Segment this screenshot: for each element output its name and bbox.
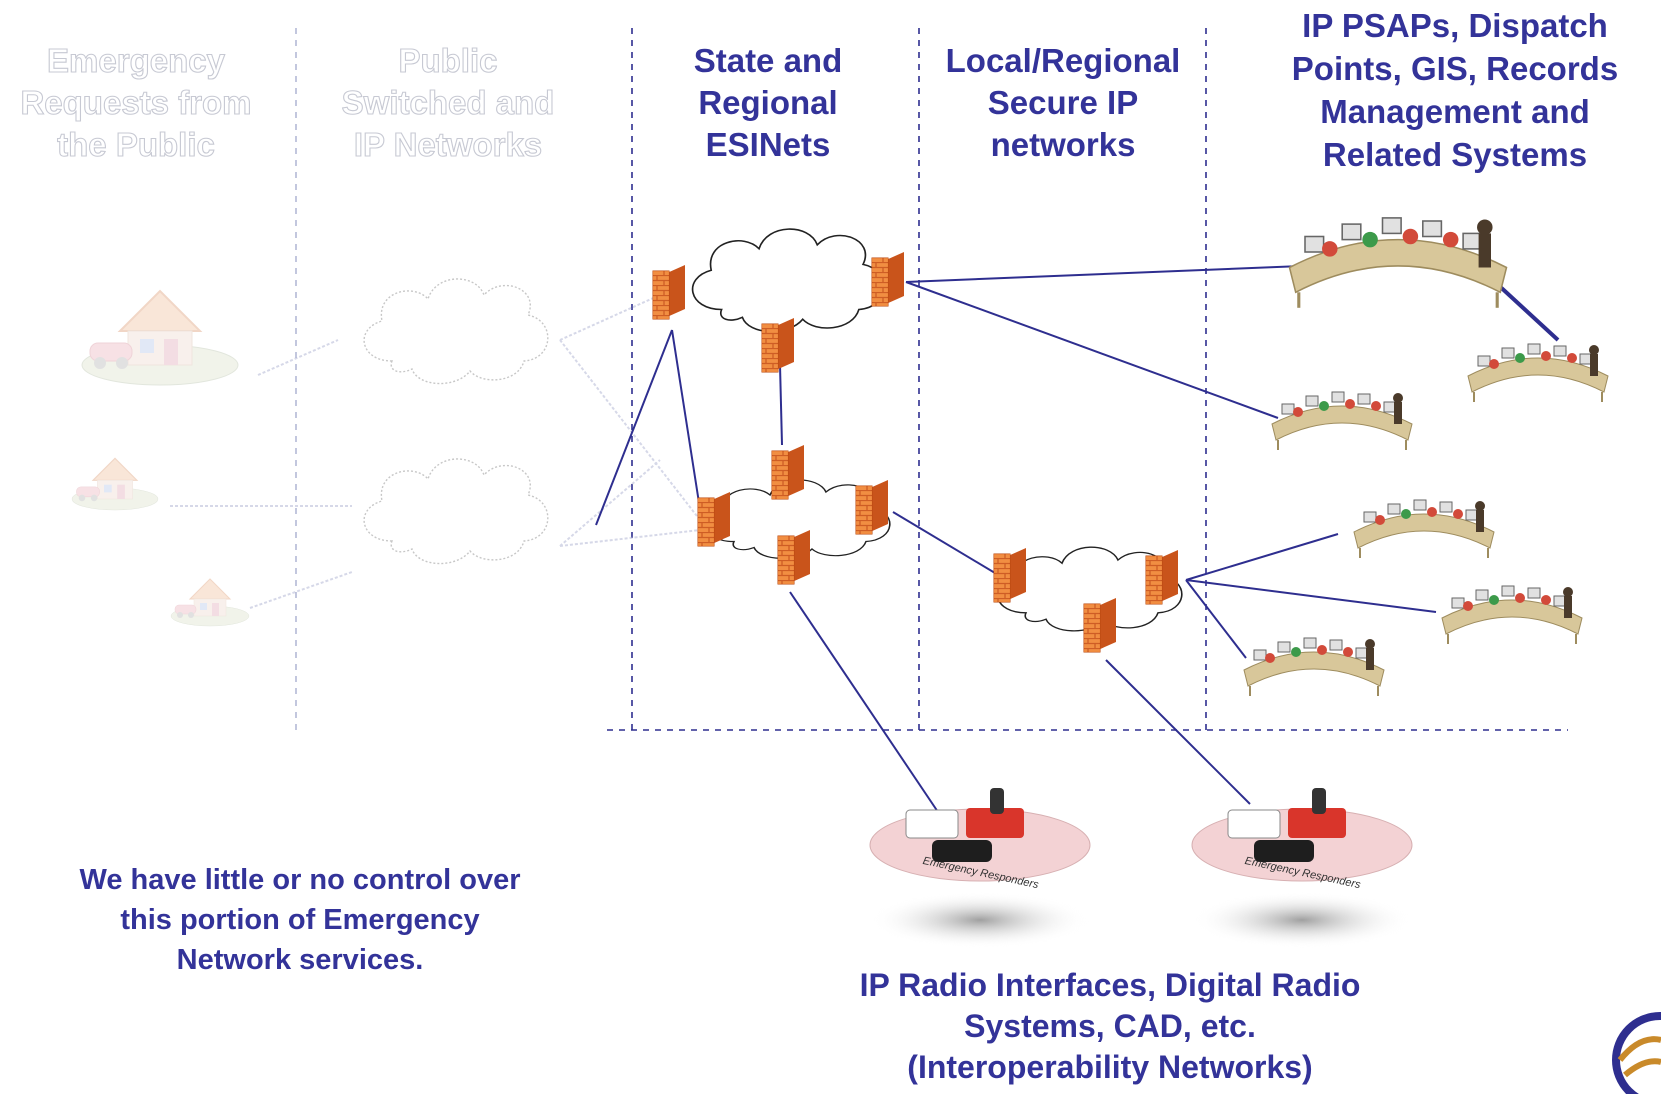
column-label-state-esinets: State and Regional ESINets [693, 42, 843, 163]
dispatch-console-icon-3 [1271, 391, 1413, 451]
firewall-icon-middle [771, 444, 805, 500]
note-radio-networks: IP Radio Interfaces, Digital Radio Syste… [859, 967, 1361, 1085]
emergency-responders-icon-right: Emergency Responders [1191, 788, 1413, 948]
note-control: We have little or no control over this p… [79, 864, 521, 976]
house-icon-large [81, 290, 239, 386]
firewall-icon-lower-center [777, 529, 811, 585]
dispatch-console-icon-main [1287, 216, 1509, 310]
column-label-public-requests: Emergency Requests from the Public [20, 41, 252, 163]
dispatch-console-icon-5 [1441, 585, 1583, 645]
column-label-local-networks: Local/Regional Secure IP networks [945, 42, 1181, 163]
state-esinet-cloud-upper [691, 228, 885, 333]
public-side [71, 278, 701, 627]
firewall-icon-lower-right [855, 479, 889, 535]
public-cloud-lower [363, 458, 549, 565]
dispatch-console-icon-2 [1467, 343, 1609, 403]
emblem-logo [1612, 1012, 1661, 1094]
firewall-icon-local-center [1083, 597, 1117, 653]
column-label-psaps: IP PSAPs, Dispatch Points, GIS, Records … [1291, 7, 1619, 173]
column-dividers [295, 28, 1568, 735]
network-links [595, 265, 1560, 813]
dispatch-console-icon-6 [1243, 637, 1385, 697]
firewall-icon-upper-center [761, 317, 795, 373]
house-icon-medium [71, 457, 159, 511]
firewall-icon-upper-left [652, 264, 686, 320]
firewall-icon-lower-left [697, 491, 731, 547]
dispatch-console-icon-4 [1353, 499, 1495, 559]
firewall-icon-local-right [1145, 549, 1179, 605]
house-icon-small [170, 578, 250, 627]
firewall-icon-local-left [993, 547, 1027, 603]
emergency-responders-icon-left: Emergency Responders [869, 788, 1091, 948]
public-cloud-upper [363, 278, 549, 385]
column-label-public-networks: Public Switched and IP Networks [341, 41, 555, 163]
firewall-icon-upper-right [871, 251, 905, 307]
